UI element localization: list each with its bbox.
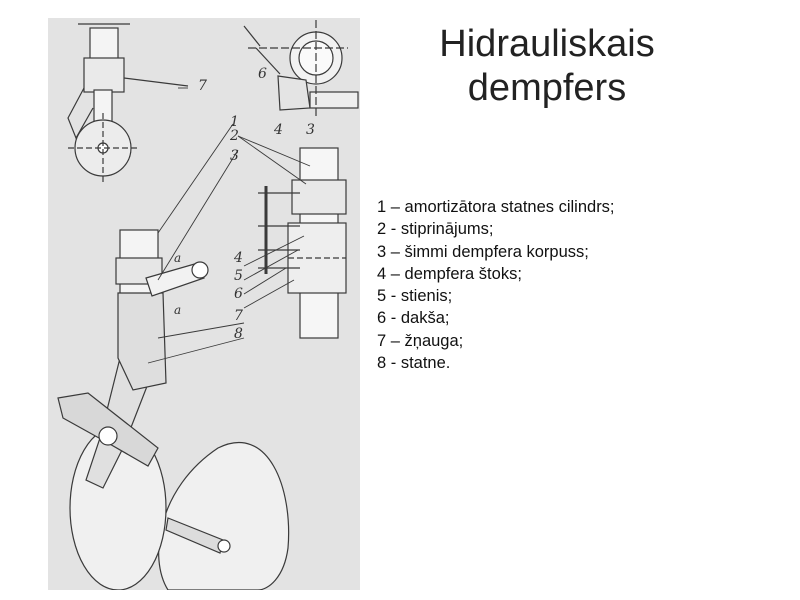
legend-item-5: 5 - stienis;: [377, 287, 453, 306]
letter-a-upper: a: [174, 251, 181, 265]
callout-6-top: 6: [258, 66, 267, 82]
callout-1: 1: [230, 114, 239, 130]
callout-8: 8: [234, 326, 243, 342]
callout-7: 7: [234, 308, 243, 324]
legend-list: 1 – amortizātora statnes cilindrs; 2 - s…: [377, 196, 615, 374]
callout-2: 2: [229, 128, 239, 144]
callout-4: 4: [233, 250, 243, 266]
damper-diagram: 7 6 4 3 1 2 3 4 5 6 7 8 a a: [48, 18, 360, 590]
callout-6: 6: [234, 286, 243, 302]
legend-item-4: 4 – dempfera štoks;: [377, 264, 522, 283]
callout-3-top: 3: [306, 122, 315, 138]
callout-3: 3: [230, 148, 239, 164]
callout-4-top: 4: [273, 122, 283, 138]
slide-title: Hidrauliskais dempfers: [439, 23, 655, 109]
legend-item-6: 6 - dakša;: [377, 309, 450, 328]
legend-item-8: 8 - statne.: [377, 354, 451, 373]
letter-a-lower: a: [174, 303, 181, 317]
callout-5: 5: [234, 268, 243, 284]
callout-7-top: 7: [198, 78, 207, 94]
legend-item-3: 3 – šimmi dempfera korpuss;: [377, 242, 589, 261]
legend-item-2: 2 - stiprinājums;: [377, 220, 494, 239]
legend-item-1: 1 – amortizātora statnes cilindrs;: [377, 198, 615, 216]
legend-item-7: 7 – žņauga;: [377, 331, 464, 350]
